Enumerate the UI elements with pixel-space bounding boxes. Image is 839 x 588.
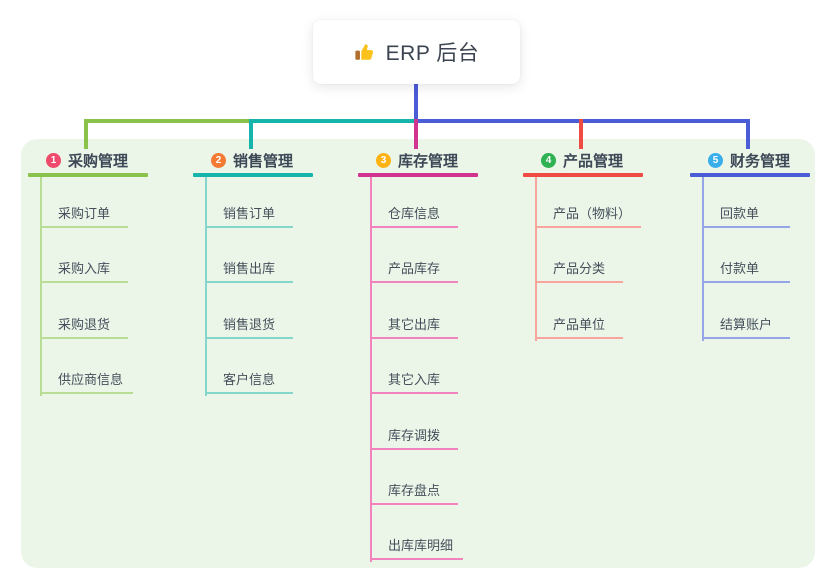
child-node[interactable]: 其它出库 xyxy=(370,313,458,339)
branch-node-2[interactable]: 2 销售管理 xyxy=(211,150,293,170)
branch-badge-3: 3 xyxy=(376,152,391,168)
branch-title: 财务管理 xyxy=(730,152,791,170)
child-node[interactable]: 产品库存 xyxy=(370,257,458,283)
root-node[interactable]: ERP 后台 xyxy=(313,20,520,84)
branch-badge-5: 5 xyxy=(708,152,723,168)
child-node[interactable]: 客户信息 xyxy=(205,368,293,394)
branch-title: 销售管理 xyxy=(233,152,294,170)
child-node[interactable]: 产品分类 xyxy=(535,257,623,283)
connector-drop-branch-3 xyxy=(414,119,418,149)
connector-drop-branch-4 xyxy=(579,119,583,149)
child-trunk-line xyxy=(535,177,537,341)
child-node[interactable]: 采购入库 xyxy=(40,257,128,283)
branch-node-4[interactable]: 4 产品管理 xyxy=(541,150,623,170)
connector-bus-green xyxy=(84,119,253,123)
child-node[interactable]: 产品单位 xyxy=(535,313,623,339)
child-node[interactable]: 库存盘点 xyxy=(370,479,458,505)
connector-drop-branch-2 xyxy=(249,119,253,149)
branch-title: 库存管理 xyxy=(398,152,459,170)
child-node[interactable]: 产品（物料） xyxy=(535,202,642,228)
child-trunk-line xyxy=(205,177,207,396)
branch-node-5[interactable]: 5 财务管理 xyxy=(708,150,790,170)
branch-badge-4: 4 xyxy=(541,152,556,168)
root-title: ERP 后台 xyxy=(385,42,480,65)
connector-bus-teal xyxy=(249,119,418,123)
connector-root-drop xyxy=(414,84,418,123)
branch-underline-4 xyxy=(523,173,643,177)
branches-panel xyxy=(21,139,815,568)
child-node[interactable]: 结算账户 xyxy=(702,313,790,339)
connector-drop-branch-5 xyxy=(746,119,750,149)
thumbs-up-icon xyxy=(354,41,376,63)
child-node[interactable]: 采购退货 xyxy=(40,313,128,339)
child-node[interactable]: 其它入库 xyxy=(370,368,458,394)
child-node[interactable]: 供应商信息 xyxy=(40,368,134,394)
child-node[interactable]: 付款单 xyxy=(702,257,790,283)
child-node[interactable]: 销售出库 xyxy=(205,257,293,283)
branch-underline-1 xyxy=(28,173,148,177)
branch-badge-1: 1 xyxy=(46,152,61,168)
child-node[interactable]: 回款单 xyxy=(702,202,790,228)
branch-node-3[interactable]: 3 库存管理 xyxy=(376,150,458,170)
child-node[interactable]: 销售退货 xyxy=(205,313,293,339)
branch-underline-5 xyxy=(690,173,810,177)
branch-title: 采购管理 xyxy=(68,152,129,170)
branch-title: 产品管理 xyxy=(563,152,624,170)
connector-drop-branch-1 xyxy=(84,119,88,149)
branch-underline-3 xyxy=(358,173,478,177)
branch-underline-2 xyxy=(193,173,313,177)
branch-node-1[interactable]: 1 采购管理 xyxy=(46,150,128,170)
child-node[interactable]: 库存调拨 xyxy=(370,424,458,450)
child-node[interactable]: 出库库明细 xyxy=(370,534,464,560)
child-node[interactable]: 仓库信息 xyxy=(370,202,458,228)
child-trunk-line xyxy=(702,177,704,341)
branch-badge-2: 2 xyxy=(211,152,226,168)
child-trunk-line xyxy=(370,177,372,562)
child-node[interactable]: 采购订单 xyxy=(40,202,128,228)
child-trunk-line xyxy=(40,177,42,396)
child-node[interactable]: 销售订单 xyxy=(205,202,293,228)
